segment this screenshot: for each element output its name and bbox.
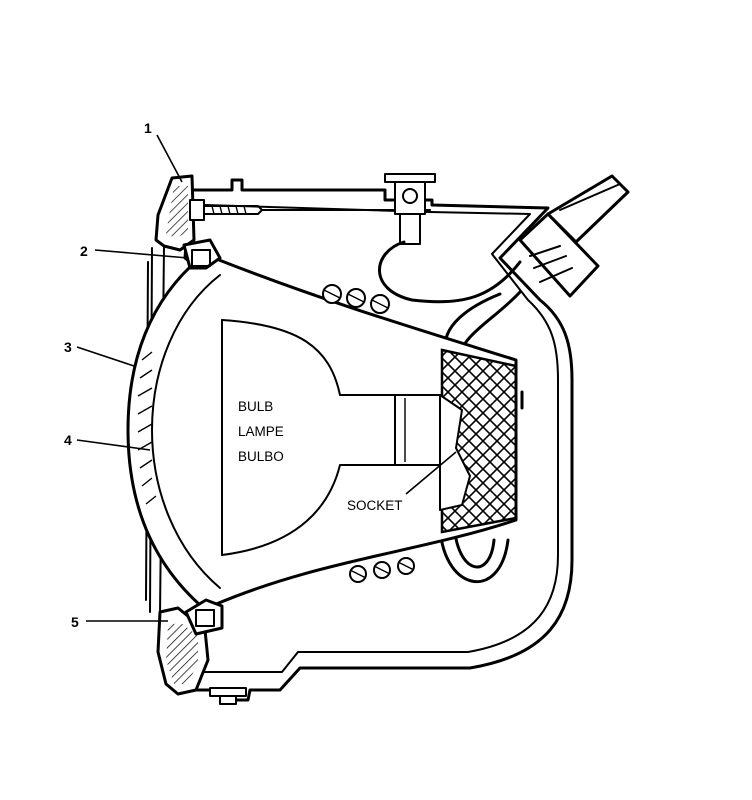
socket — [439, 348, 524, 534]
callout-leaders — [76, 134, 457, 622]
gasket-top — [182, 238, 222, 270]
callout-3: 3 — [64, 339, 72, 355]
callout-5: 5 — [71, 614, 79, 630]
spring-coil-bottom — [349, 557, 415, 583]
bulb-label-en: BULB — [238, 399, 273, 414]
bulb-label-fr: LAMPE — [238, 424, 284, 439]
sealed-beam-bulb — [126, 256, 518, 607]
ground-wire — [378, 240, 522, 304]
callout-2: 2 — [80, 243, 88, 259]
cable-cord — [518, 174, 630, 298]
gasket-bottom — [184, 598, 224, 636]
ground-terminal — [384, 173, 436, 245]
callout-4: 4 — [64, 432, 72, 448]
spring-coil-top — [322, 284, 390, 314]
callout-1: 1 — [144, 120, 152, 136]
bottom-fastener — [209, 687, 247, 705]
bulb-label-es: BULBO — [238, 449, 284, 464]
socket-label: SOCKET — [347, 498, 403, 513]
